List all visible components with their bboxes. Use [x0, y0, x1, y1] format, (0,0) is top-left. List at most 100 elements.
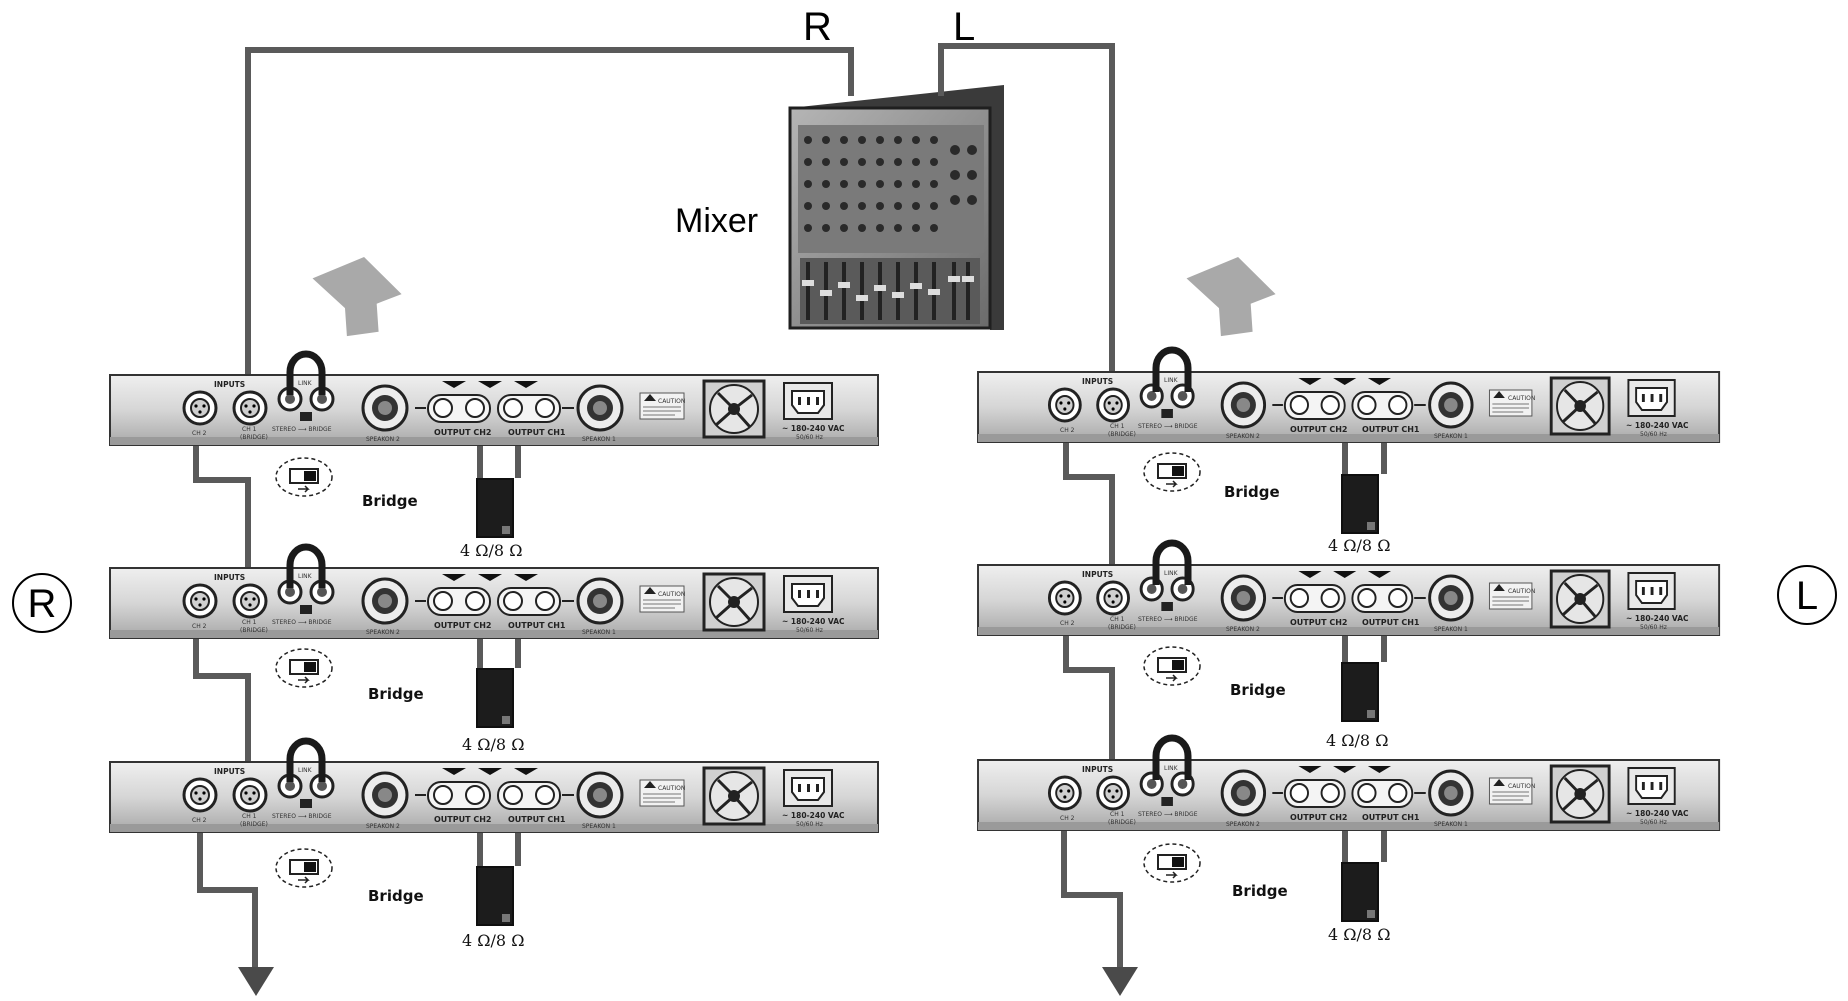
svg-text:OUTPUT CH2: OUTPUT CH2 [1290, 425, 1348, 434]
svg-text:~ 180-240 VAC: ~ 180-240 VAC [1626, 614, 1689, 623]
svg-text:~ 180-240 VAC: ~ 180-240 VAC [782, 424, 845, 433]
svg-text:CAUTION: CAUTION [1508, 588, 1535, 595]
svg-text:OUTPUT CH2: OUTPUT CH2 [434, 815, 492, 824]
bridge-label: Bridge [362, 492, 418, 510]
amp-left-3: INPUTS CH 2 CH 1 (BRIDGE) LINK STEREO ⟶ … [108, 760, 880, 834]
svg-text:CH 1: CH 1 [242, 813, 257, 820]
svg-text:CH 2: CH 2 [1060, 815, 1075, 822]
svg-text:LINK: LINK [1164, 765, 1179, 772]
svg-text:(BRIDGE): (BRIDGE) [240, 627, 268, 634]
mixer-right-output-label: R [803, 5, 832, 49]
svg-text:LINK: LINK [1164, 570, 1179, 577]
svg-text:50/60 Hz: 50/60 Hz [796, 821, 823, 828]
svg-text:R: R [28, 582, 57, 626]
bridge-label: Bridge [1232, 882, 1288, 900]
svg-text:SPEAKON 1: SPEAKON 1 [582, 629, 616, 636]
svg-text:CH 2: CH 2 [192, 623, 207, 630]
speaker-impedance-label: 4 Ω/8 Ω [462, 735, 524, 754]
svg-text:50/60 Hz: 50/60 Hz [796, 627, 823, 634]
svg-text:(BRIDGE): (BRIDGE) [1108, 819, 1136, 826]
svg-text:STEREO ⟶ BRIDGE: STEREO ⟶ BRIDGE [1138, 616, 1198, 623]
cable-left-link-2 [193, 604, 251, 772]
bridge-switch-icon [275, 457, 333, 497]
svg-text:CAUTION: CAUTION [658, 591, 685, 598]
speaker-icon [1341, 862, 1379, 922]
mixer [788, 85, 1004, 330]
svg-text:LINK: LINK [298, 380, 313, 387]
speaker-icon [476, 866, 514, 926]
bridge-switch-icon [1143, 843, 1201, 883]
speaker-impedance-label: 4 Ω/8 Ω [462, 931, 524, 950]
speaker-impedance-label: 4 Ω/8 Ω [1326, 731, 1388, 750]
mixer-left-output-label: L [953, 5, 975, 49]
svg-text:50/60 Hz: 50/60 Hz [796, 434, 823, 441]
speaker-icon [476, 668, 514, 728]
svg-text:INPUTS: INPUTS [1082, 765, 1113, 774]
svg-text:SPEAKON 1: SPEAKON 1 [582, 823, 616, 830]
svg-text:CAUTION: CAUTION [1508, 395, 1535, 402]
side-label-right: R [12, 573, 72, 633]
svg-text:LINK: LINK [1164, 377, 1179, 384]
bridge-label: Bridge [1230, 681, 1286, 699]
svg-text:CAUTION: CAUTION [1508, 783, 1535, 790]
cable-mixer-right-out [245, 47, 854, 390]
svg-text:SPEAKON 2: SPEAKON 2 [366, 823, 400, 830]
svg-text:OUTPUT CH2: OUTPUT CH2 [434, 621, 492, 630]
svg-text:CH 1: CH 1 [242, 426, 257, 433]
hint-arrow-left [312, 257, 402, 337]
svg-text:CH 2: CH 2 [192, 817, 207, 824]
svg-text:SPEAKON 2: SPEAKON 2 [1226, 626, 1260, 633]
svg-text:~ 180-240 VAC: ~ 180-240 VAC [782, 811, 845, 820]
svg-text:LINK: LINK [298, 573, 313, 580]
cable-right-output-down [1061, 804, 1123, 970]
bridge-switch-icon [1143, 646, 1201, 686]
svg-text:(BRIDGE): (BRIDGE) [240, 821, 268, 828]
svg-text:OUTPUT CH1: OUTPUT CH1 [508, 815, 566, 824]
svg-text:CH 2: CH 2 [1060, 620, 1075, 627]
svg-text:(BRIDGE): (BRIDGE) [1108, 431, 1136, 438]
speaker-impedance-label: 4 Ω/8 Ω [1328, 925, 1390, 944]
svg-text:INPUTS: INPUTS [1082, 377, 1113, 386]
svg-text:CAUTION: CAUTION [658, 785, 685, 792]
svg-text:CH 1: CH 1 [1110, 811, 1125, 818]
amp-right-2: INPUTS CH 2 CH 1 (BRIDGE) LINK STEREO ⟶ … [976, 563, 1721, 637]
speaker-icon [1341, 662, 1379, 722]
svg-text:SPEAKON 2: SPEAKON 2 [1226, 433, 1260, 440]
svg-text:SPEAKON 1: SPEAKON 1 [1434, 821, 1468, 828]
svg-text:STEREO ⟶ BRIDGE: STEREO ⟶ BRIDGE [1138, 811, 1198, 818]
bridge-switch-icon [275, 648, 333, 688]
svg-text:SPEAKON 2: SPEAKON 2 [366, 436, 400, 443]
svg-text:CH 2: CH 2 [192, 430, 207, 437]
svg-text:CH 2: CH 2 [1060, 427, 1075, 434]
arrow-down-right [1102, 967, 1138, 996]
svg-text:OUTPUT CH2: OUTPUT CH2 [434, 428, 492, 437]
svg-text:OUTPUT CH1: OUTPUT CH1 [1362, 618, 1420, 627]
svg-text:CH 1: CH 1 [1110, 423, 1125, 430]
svg-text:~ 180-240 VAC: ~ 180-240 VAC [1626, 421, 1689, 430]
svg-text:CAUTION: CAUTION [658, 398, 685, 405]
mixer-knobs [804, 136, 977, 232]
svg-text:SPEAKON 1: SPEAKON 1 [1434, 626, 1468, 633]
speaker-impedance-label: 4 Ω/8 Ω [1328, 536, 1390, 555]
svg-text:OUTPUT CH2: OUTPUT CH2 [1290, 813, 1348, 822]
svg-text:50/60 Hz: 50/60 Hz [1640, 819, 1667, 826]
amp-left-2: INPUTS CH 2 CH 1 (BRIDGE) LINK STEREO ⟶ … [108, 566, 880, 640]
svg-text:OUTPUT CH1: OUTPUT CH1 [508, 621, 566, 630]
svg-text:CH 1: CH 1 [1110, 616, 1125, 623]
svg-text:SPEAKON 1: SPEAKON 1 [582, 436, 616, 443]
svg-text:SPEAKON 2: SPEAKON 2 [1226, 821, 1260, 828]
bridge-switch-icon [1143, 452, 1201, 492]
cable-mixer-left-out [938, 43, 1115, 392]
svg-text:L: L [1796, 574, 1818, 618]
bridge-switch-icon [275, 848, 333, 888]
bridge-label: Bridge [368, 887, 424, 905]
speaker-icon [1341, 474, 1379, 534]
svg-text:CH 1: CH 1 [242, 619, 257, 626]
svg-text:INPUTS: INPUTS [214, 380, 245, 389]
svg-text:STEREO ⟶ BRIDGE: STEREO ⟶ BRIDGE [272, 426, 332, 433]
svg-text:OUTPUT CH1: OUTPUT CH1 [508, 428, 566, 437]
hint-arrow-right [1186, 257, 1276, 337]
svg-text:STEREO ⟶ BRIDGE: STEREO ⟶ BRIDGE [1138, 423, 1198, 430]
cable-left-output-down [197, 798, 258, 970]
